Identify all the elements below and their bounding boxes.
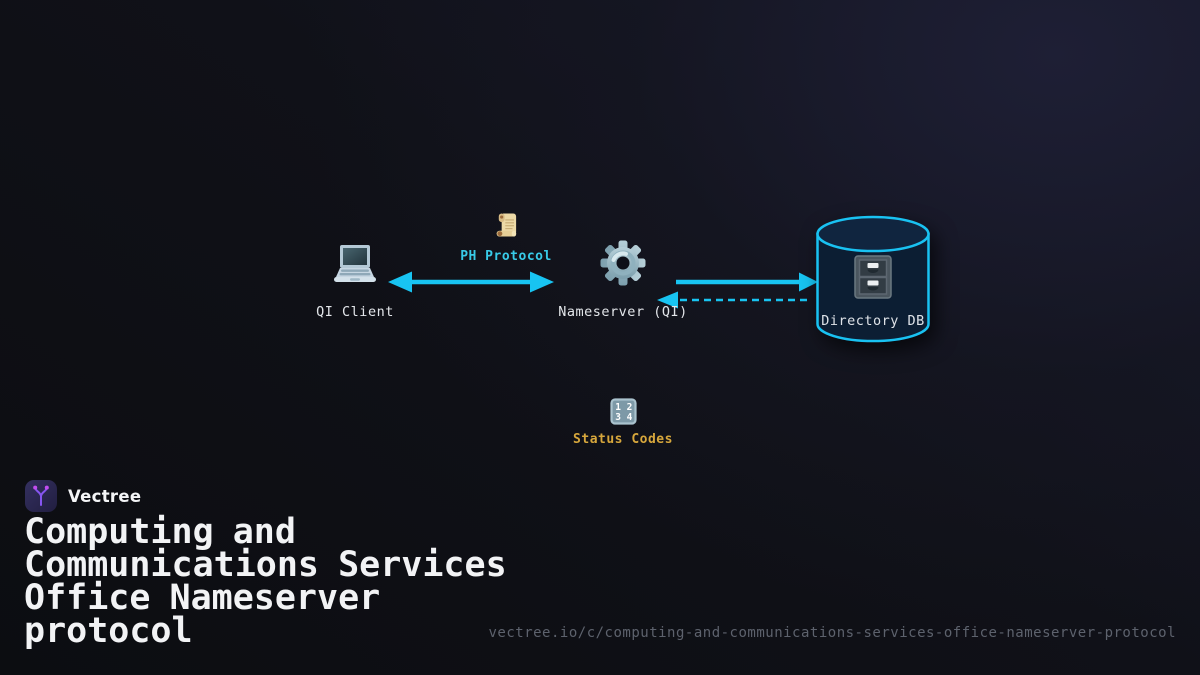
page-title: Computing and Communications Services Of… xyxy=(24,512,507,651)
edge-client-nameserver xyxy=(388,271,554,293)
vectree-logo-icon xyxy=(25,480,57,512)
footer-url: vectree.io/c/computing-and-communication… xyxy=(488,625,1176,641)
numbers-icon-row2: 3 4 xyxy=(615,412,632,423)
edge-label-ph-protocol: PH Protocol xyxy=(460,249,552,264)
edge-nameserver-db xyxy=(676,272,818,292)
node-label-nameserver: Nameserver (QI) xyxy=(558,304,688,320)
node-label-directory-db: Directory DB xyxy=(821,313,925,329)
node-label-qi-client: QI Client xyxy=(316,304,394,320)
laptop-icon xyxy=(334,245,376,282)
numbers-icon: 1 2 3 4 xyxy=(610,398,637,425)
gear-icon xyxy=(600,240,646,286)
brand-row: Vectree xyxy=(25,480,141,512)
directory-db-node: Directory DB xyxy=(814,214,932,344)
brand-name: Vectree xyxy=(68,486,142,506)
scroll-icon xyxy=(496,213,517,237)
file-cabinet-icon xyxy=(854,255,892,299)
numbers-icon-row1: 1 2 xyxy=(615,402,632,413)
legend-label-status-codes: Status Codes xyxy=(573,432,673,447)
